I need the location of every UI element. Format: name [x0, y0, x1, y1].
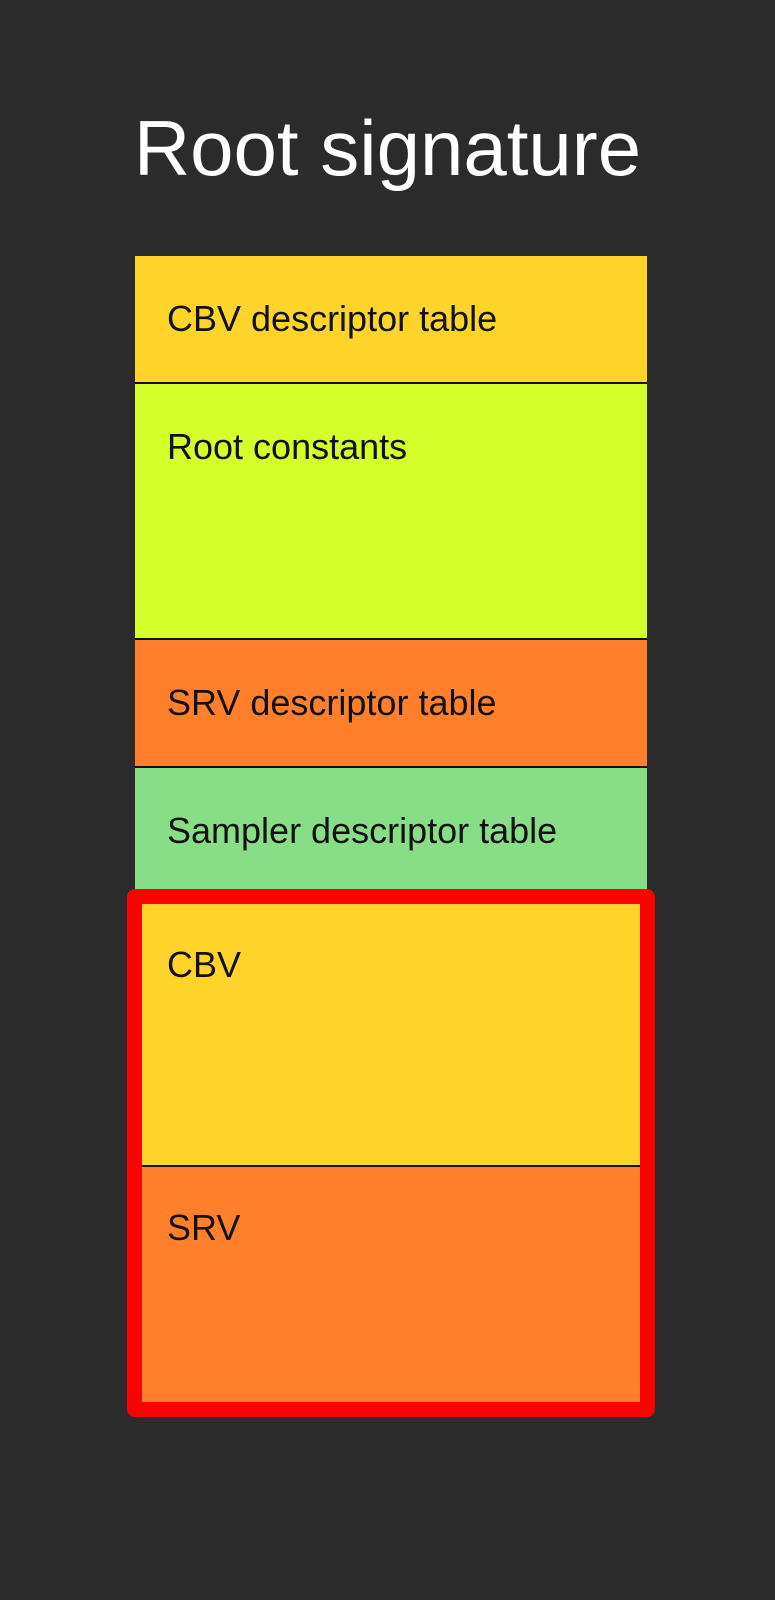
slot-label: SRV	[167, 1207, 241, 1248]
slot-label: CBV	[167, 944, 242, 985]
slot-root-srv: SRV	[142, 1167, 640, 1402]
root-signature-stack: CBV descriptor table Root constants SRV …	[135, 256, 647, 896]
slot-root-cbv: CBV	[142, 904, 640, 1167]
slot-root-constants: Root constants	[135, 384, 647, 640]
slot-cbv-descriptor-table: CBV descriptor table	[135, 256, 647, 384]
diagram-title: Root signature	[133, 104, 642, 192]
slot-label: SRV descriptor table	[167, 682, 497, 723]
root-descriptors-highlight: CBV SRV	[127, 889, 655, 1417]
slot-label: CBV descriptor table	[167, 298, 498, 339]
slot-label: Sampler descriptor table	[167, 810, 558, 851]
slot-label: Root constants	[167, 426, 408, 467]
slot-srv-descriptor-table: SRV descriptor table	[135, 640, 647, 768]
slot-sampler-descriptor-table: Sampler descriptor table	[135, 768, 647, 896]
